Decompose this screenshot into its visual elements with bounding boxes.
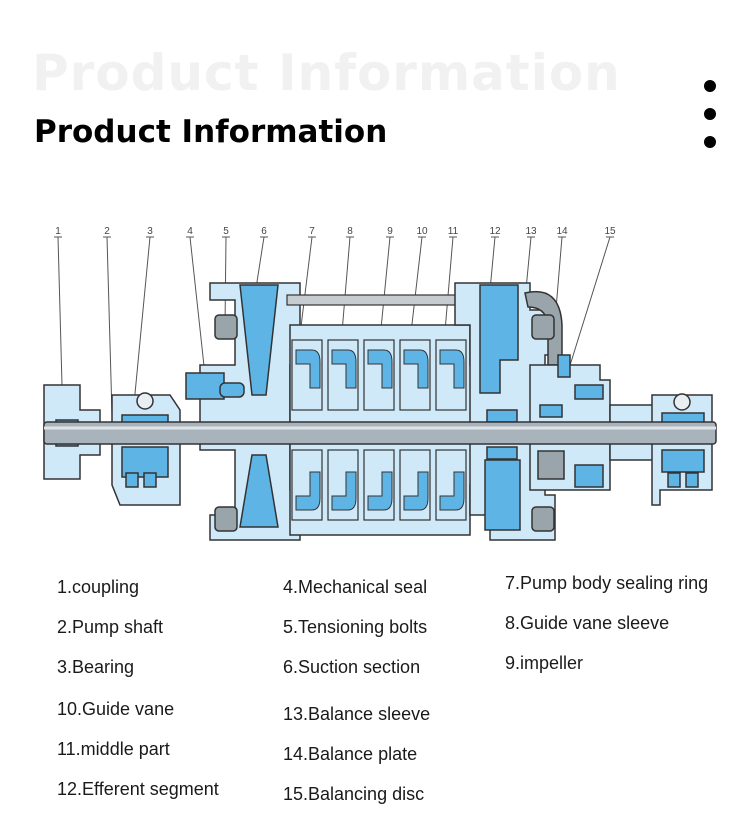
leader-line-15 <box>566 236 614 376</box>
right-bearing-housing <box>609 393 713 506</box>
callout-number-3: 3 <box>147 226 153 237</box>
callout-number-5: 5 <box>223 226 229 237</box>
legend-item-coupling: 1.coupling <box>57 577 140 597</box>
callout-number-9: 9 <box>387 226 393 237</box>
legend-item-guide-vane-sleeve: 8.Guide vane sleeve <box>505 613 670 633</box>
leader-line-3 <box>131 236 154 426</box>
legend-item-suction-section: 6.Suction section <box>283 657 421 677</box>
legend-item-balance-sleeve: 13.Balance sleeve <box>283 704 431 724</box>
impeller-vane <box>403 349 429 389</box>
impeller-vane <box>331 471 357 511</box>
impeller-vane <box>295 349 321 389</box>
legend-item-guide-vane: 10.Guide vane <box>57 699 175 719</box>
impeller-vane <box>367 471 393 511</box>
callout-number-15: 15 <box>604 226 616 237</box>
legend-item-tensioning-bolts: 5.Tensioning bolts <box>283 617 428 637</box>
callout-number-6: 6 <box>261 226 267 237</box>
leader-line-11 <box>439 236 457 391</box>
more-options-icon[interactable] <box>702 78 718 150</box>
callout-number-13: 13 <box>525 226 537 237</box>
callout-number-7: 7 <box>309 226 315 237</box>
callout-number-8: 8 <box>347 226 353 237</box>
legend-item-efferent-segment: 12.Efferent segment <box>57 779 219 799</box>
leader-line-5 <box>222 236 230 328</box>
legend-item-bearing: 3.Bearing <box>57 657 135 677</box>
leader-line-4 <box>186 236 206 376</box>
leader-line-7 <box>291 236 316 401</box>
tensioning-bolt <box>286 294 478 306</box>
legend-item-pump-shaft: 2.Pump shaft <box>57 617 164 637</box>
impeller-vane <box>439 471 465 511</box>
callout-number-2: 2 <box>104 226 110 237</box>
impeller-vane <box>295 471 321 511</box>
leader-line-9 <box>374 236 394 391</box>
impeller-vane <box>331 349 357 389</box>
pump-shaft <box>43 421 717 445</box>
legend-item-balancing-disc: 15.Balancing disc <box>283 784 425 804</box>
leader-line-2 <box>103 236 113 416</box>
callout-number-10: 10 <box>416 226 428 237</box>
callout-number-1: 1 <box>55 226 61 237</box>
suction-section <box>185 282 301 541</box>
callout-number-4: 4 <box>187 226 193 237</box>
leader-line-1 <box>54 236 63 386</box>
callout-number-11: 11 <box>448 226 459 237</box>
legend-item-impeller: 9.impeller <box>505 653 584 673</box>
legend-item-mechanical-seal: 4.Mechanical seal <box>283 577 428 597</box>
leader-line-8 <box>337 236 354 381</box>
legend-item-pump-body-sealing-ring: 7.Pump body sealing ring <box>505 573 709 593</box>
impeller-vane <box>439 349 465 389</box>
legend-item-balance-plate: 14.Balance plate <box>283 744 418 764</box>
impeller-stages <box>291 339 467 521</box>
callout-number-14: 14 <box>556 226 568 237</box>
callout-number-12: 12 <box>489 226 501 237</box>
left-bearing-housing <box>111 392 181 506</box>
page-title: Product Information <box>34 114 388 150</box>
leader-line-10 <box>404 236 426 386</box>
legend-item-middle-part: 11.middle part <box>57 739 170 759</box>
background-title-watermark: Product Information <box>32 44 621 102</box>
impeller-vane <box>367 349 393 389</box>
impeller-vane <box>403 471 429 511</box>
